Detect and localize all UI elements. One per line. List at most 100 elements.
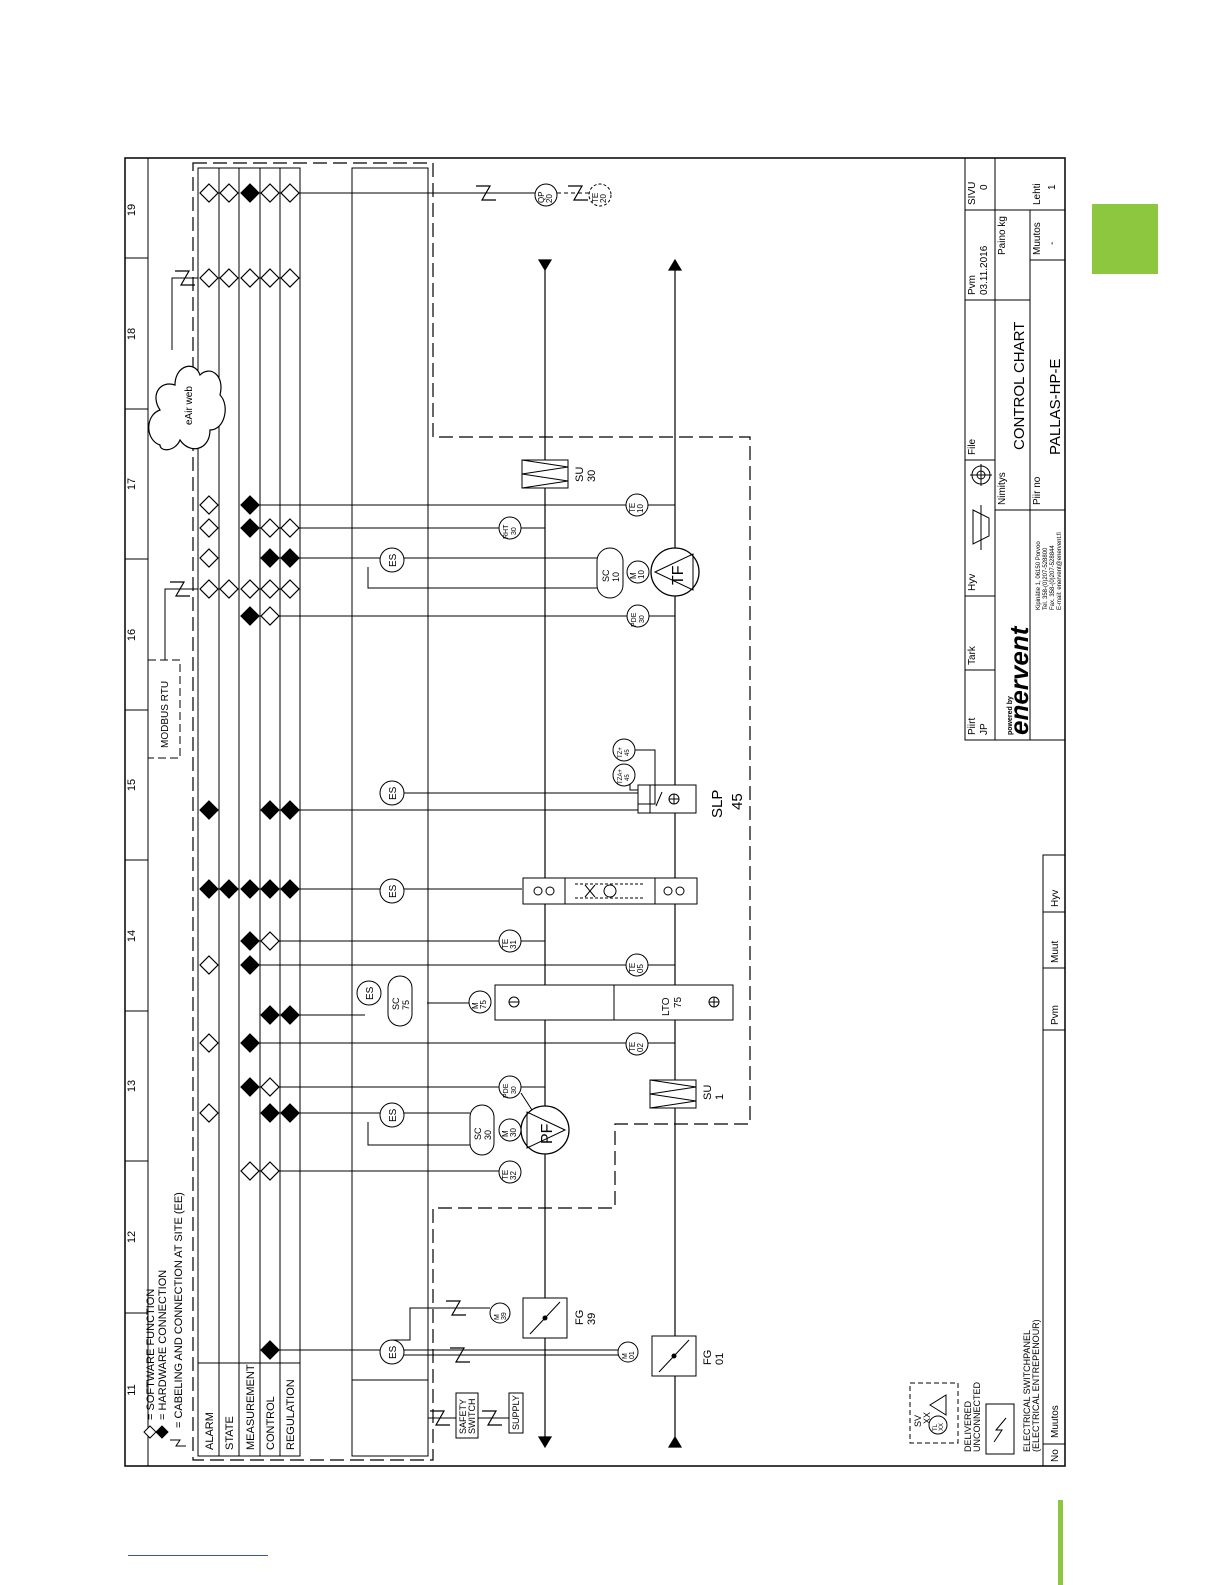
motor-m30-icon (498, 1118, 522, 1142)
pde30-label: 30 (511, 1086, 518, 1094)
te05-label: TE (628, 963, 637, 973)
m39-label: 39 (501, 1312, 508, 1320)
qp20-label: QP (537, 191, 546, 203)
m01-label: M (622, 1353, 629, 1359)
fg01-label: FG (702, 1350, 714, 1365)
thermostat-tz-icon (612, 738, 636, 762)
column-label: 18 (126, 328, 138, 340)
sensor-te32-icon (498, 1160, 522, 1184)
es-label: ES (388, 786, 399, 800)
sensor-te10-icon (625, 493, 649, 517)
pf-label: PF (539, 1123, 556, 1144)
drawing-title: CONTROL CHART (1011, 322, 1028, 450)
revision-muutos-header: Muutos (1050, 1405, 1061, 1438)
modbus-rtu-label: MODBUS RTU (160, 681, 171, 748)
fg01-label: 01 (714, 1353, 726, 1365)
site-legend-sv: SV (913, 1415, 923, 1427)
legend-software: = SOFTWARE FUNCTION (145, 1289, 157, 1420)
revision-muut-header: Muut (1050, 941, 1061, 963)
es-symbols (356, 547, 405, 1365)
te02-label: 02 (636, 1043, 645, 1052)
address-line: Fax. 358-(0)207-528844 (1050, 545, 1056, 610)
qp20-label: 20 (545, 194, 554, 203)
legend-hardware: = HARDWARE CONNECTION (157, 1270, 169, 1420)
tza-label: 45 (625, 774, 631, 781)
title-piirt-value: JP (979, 723, 990, 735)
motor-m01-icon (617, 1341, 639, 1363)
su1-label: 1 (714, 1094, 726, 1100)
te32-label: TE (501, 1170, 510, 1180)
heat-pump-unit-icon (522, 877, 698, 905)
sensor-te02-icon (625, 1032, 649, 1056)
speed-controller-sc30 (469, 1104, 495, 1156)
te10-label: 10 (636, 504, 645, 513)
su1-label: SU (702, 1085, 714, 1100)
pde30b-label: PDE (631, 612, 638, 627)
speed-controller-sc75 (387, 975, 413, 1027)
valve-icon (929, 1394, 947, 1416)
pressure-pde30b-icon (626, 604, 650, 628)
site-legend-tl: TL (933, 1423, 939, 1431)
symbol-legend: = SOFTWARE FUNCTION = HARDWARE CONNECTIO… (143, 1192, 186, 1447)
motor-m10-icon (626, 560, 650, 584)
row-label-regulation: REGULATION (285, 1379, 297, 1450)
te05-label: 05 (636, 964, 645, 973)
es-label: ES (388, 884, 399, 898)
page-section-tab (1092, 204, 1158, 274)
m10-label: M (629, 572, 638, 579)
te32-label: 32 (509, 1171, 518, 1180)
footer-link-underline (128, 1555, 268, 1556)
te02-label: TE (628, 1042, 637, 1052)
slp45-label: 45 (729, 793, 746, 810)
switchpanel-label: (ELECTRICAL ENTREPENOUR) (1031, 1319, 1041, 1452)
humidity-rht30-icon (498, 516, 522, 540)
unconnected-symbol (985, 1403, 1015, 1455)
speed-controller-sc10 (596, 547, 624, 599)
site-legend-tl-icon (928, 1415, 948, 1435)
su30-label: SU (574, 467, 586, 482)
title-lehti-value: 1 (1047, 184, 1058, 190)
delivered-label: DELIVERED (963, 1400, 973, 1452)
te10-label: TE (628, 503, 637, 513)
sc75-label: SC (391, 997, 401, 1010)
sc10-label: 10 (611, 572, 621, 582)
title-pvm-value: 03.11.2016 (979, 245, 990, 295)
damper-fg01-icon (651, 1335, 697, 1377)
site-legend-xx2: XX (939, 1423, 945, 1431)
signal-group-fg01 (260, 1340, 628, 1360)
title-sivu-value: 0 (979, 184, 990, 190)
revision-table (1042, 854, 1066, 1467)
m30-label: M (501, 1130, 510, 1137)
title-nimitys-label: Nimitys (997, 472, 1008, 505)
address-line: Tel. 358-(0)207-528800 (1043, 547, 1049, 610)
address-line: Kipinätie 1, 06150 Porvoo (1036, 541, 1042, 610)
switchpanel-label: ELECTRICAL SWITCHPANEL (1022, 1330, 1032, 1452)
column-label: 16 (126, 629, 138, 641)
control-panel-outline (192, 162, 751, 1461)
silencer-su30-icon (521, 459, 569, 489)
pde30b-label: 30 (639, 615, 646, 623)
pde30-label: PDE (503, 1083, 510, 1098)
sensor-qp20-icon (534, 183, 558, 207)
revision-no-header: No (1050, 1449, 1061, 1462)
sensor-te31-icon (498, 929, 522, 953)
column-label: 11 (126, 1384, 138, 1395)
column-label: 12 (126, 1231, 138, 1243)
title-file-label: File (967, 438, 978, 455)
column-ruler (125, 257, 148, 1314)
eair-web-label: eAir web (184, 386, 195, 425)
row-label-control: CONTROL (265, 1396, 277, 1450)
lto-label: LTO (661, 997, 672, 1016)
sc30-label: SC (473, 1127, 483, 1140)
title-paino-label: Paino kg (997, 216, 1008, 255)
revision-hyv-header: Hyv (1050, 890, 1061, 907)
damper-fg39-icon (522, 1297, 568, 1339)
modbus-rtu-box (147, 659, 181, 759)
drawing-number: PALLAS-HP-E (1047, 359, 1064, 455)
column-label: 17 (126, 478, 138, 490)
tza-label: TZA+ (618, 769, 624, 784)
te31-label: 31 (509, 940, 518, 949)
su30-label: 30 (586, 470, 598, 482)
damper-slp45-icon (637, 784, 697, 814)
